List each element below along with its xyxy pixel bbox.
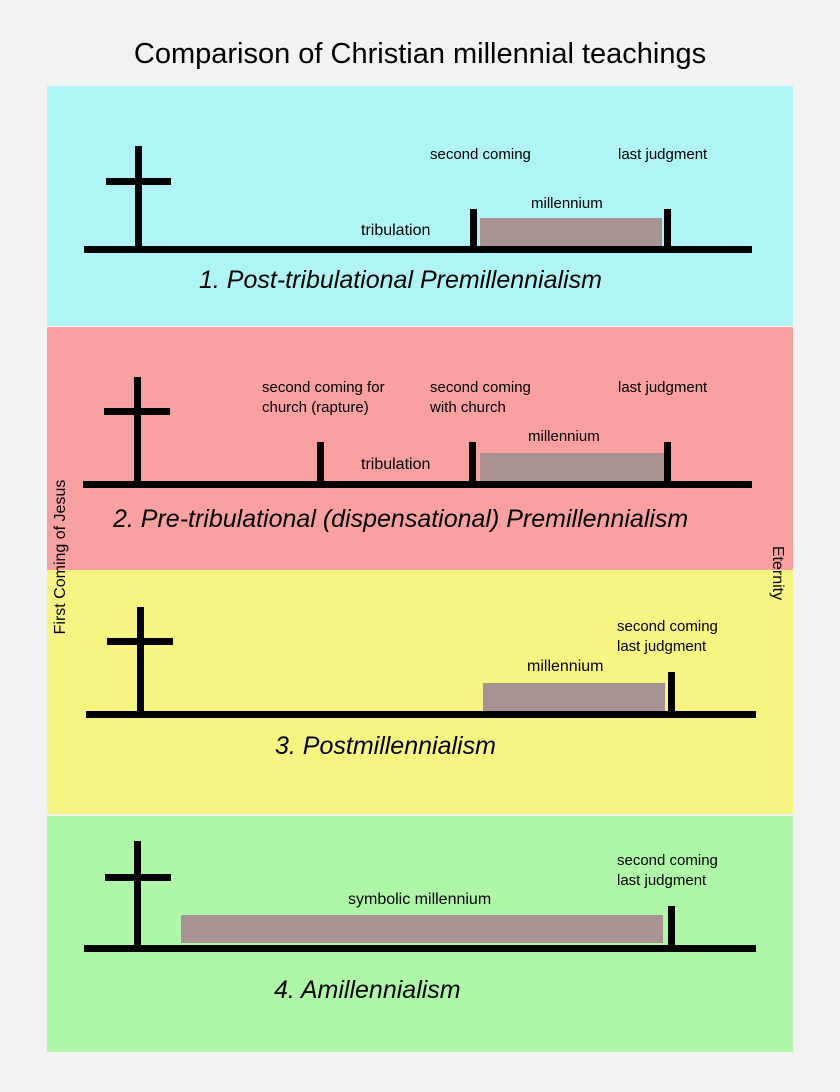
millennium-bar: [480, 453, 664, 481]
timeline-line: [84, 945, 756, 952]
last-judgment-label: last judgment: [617, 872, 707, 889]
view-title: 2. Pre-tribulational (dispensational) Pr…: [113, 505, 689, 533]
millennium-label: millennium: [528, 428, 600, 445]
eternity-label: Eternity: [769, 545, 786, 601]
rapture-label-line2: church (rapture): [262, 399, 369, 416]
view-title: 1. Post-tribulational Premillennialism: [199, 266, 602, 294]
millennium-label: millennium: [527, 658, 604, 675]
millennium-bar: [480, 218, 662, 246]
tribulation-label: tribulation: [361, 456, 431, 473]
millennium-label: symbolic millennium: [348, 891, 492, 908]
second-coming-label-line1: second coming: [430, 379, 531, 396]
second-coming-marker: [668, 906, 675, 948]
diagram-title: Comparison of Christian millennial teach…: [133, 38, 707, 70]
second-coming-marker: [668, 672, 675, 714]
last-judgment-marker: [664, 442, 671, 484]
first-coming-label: First Coming of Jesus: [52, 479, 69, 635]
last-judgment-label: last judgment: [617, 638, 707, 655]
second-coming-marker: [469, 442, 476, 484]
timeline-line: [83, 481, 752, 488]
second-coming-label: second coming: [617, 618, 718, 635]
last-judgment-label: last judgment: [618, 379, 708, 396]
millennium-bar: [181, 915, 663, 943]
band-postmillennialism: [47, 570, 793, 814]
second-coming-label: second coming: [430, 146, 531, 163]
last-judgment-marker: [664, 209, 671, 250]
view-title: 3. Postmillennialism: [275, 732, 496, 760]
timeline-line: [84, 246, 752, 253]
second-coming-marker: [470, 209, 477, 250]
millennium-label: millennium: [531, 195, 603, 212]
timeline-line: [86, 711, 756, 718]
tribulation-label: tribulation: [361, 222, 431, 239]
millennium-bar: [483, 683, 665, 711]
last-judgment-label: last judgment: [618, 146, 708, 163]
second-coming-label-line2: with church: [430, 399, 506, 416]
view-title: 4. Amillennialism: [274, 976, 461, 1004]
second-coming-label: second coming: [617, 852, 718, 869]
band-post-tribulational: [47, 86, 793, 326]
rapture-marker: [317, 442, 324, 484]
rapture-label-line1: second coming for: [262, 379, 385, 396]
